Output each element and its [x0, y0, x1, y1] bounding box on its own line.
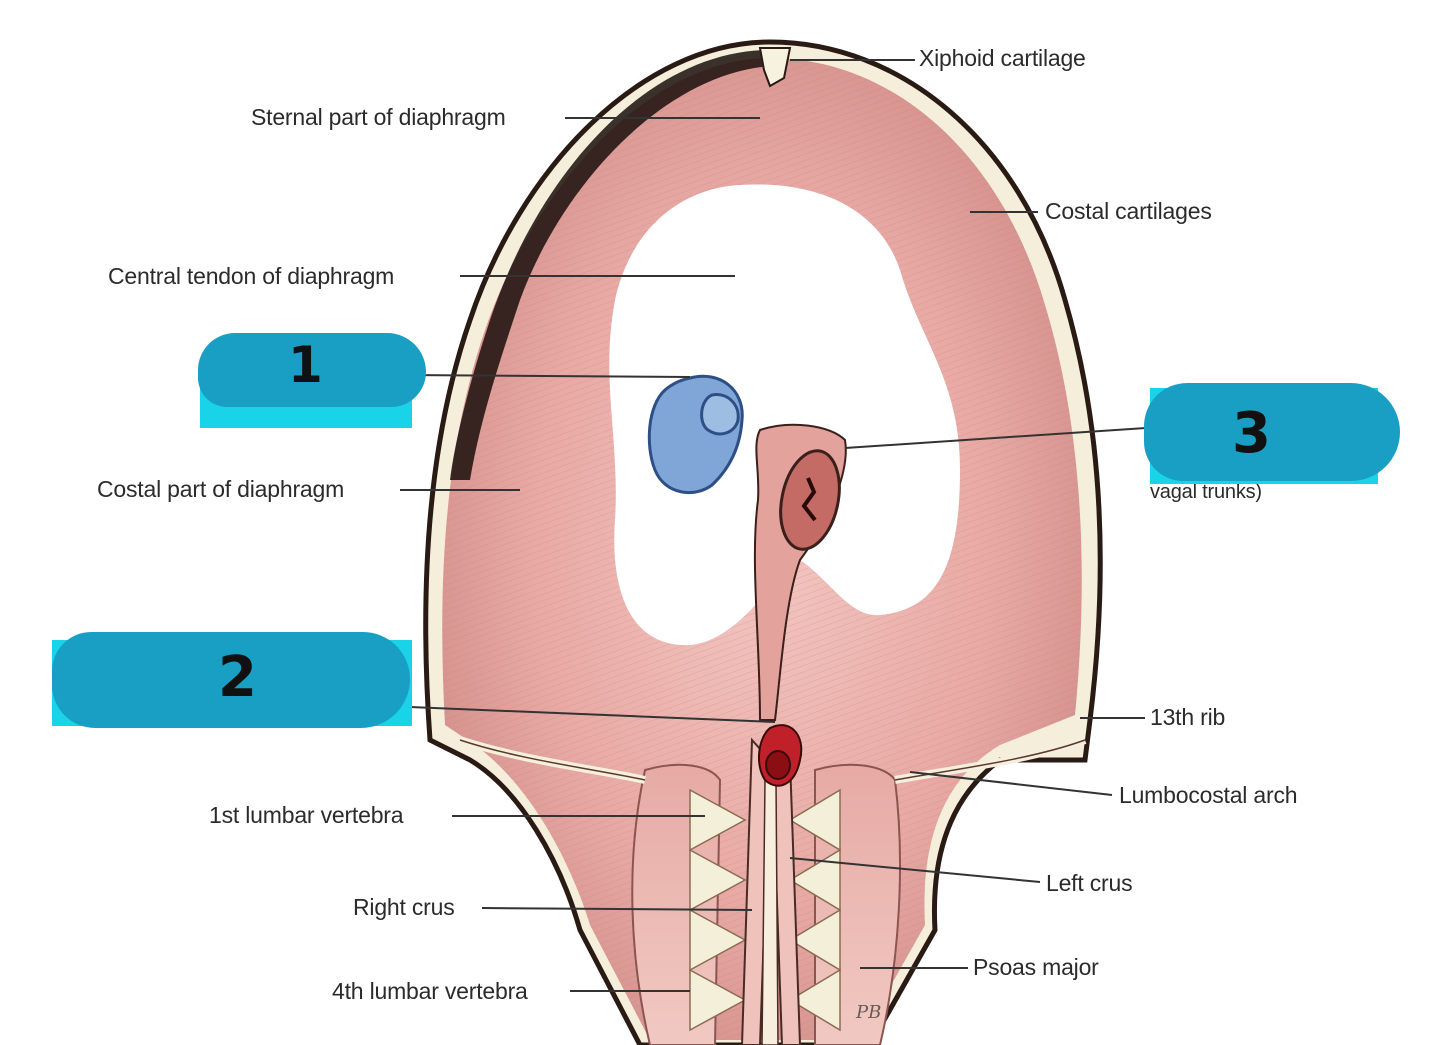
artist-initials: PB [856, 1002, 882, 1023]
label-right-crus: Right crus [353, 894, 455, 920]
label-lumbocostal-arch: Lumbocostal arch [1119, 782, 1298, 808]
lumbar-vertebrae [689, 788, 841, 1032]
aortic-hiatus [758, 724, 803, 787]
label-costal-cartilages: Costal cartilages [1045, 198, 1212, 224]
marker-3-blob [1144, 383, 1400, 481]
marker-2-number: 2 [218, 645, 257, 710]
marker-1-number: 1 [288, 336, 323, 394]
leader-lines [400, 59, 1146, 992]
label-1st-lumbar-vertebra: 1st lumbar vertebra [209, 802, 404, 828]
label-costal-part: Costal part of diaphragm [97, 476, 345, 502]
label-central-tendon: Central tendon of diaphragm [108, 263, 395, 289]
label-xiphoid-cartilage: Xiphoid cartilage [919, 45, 1086, 71]
central-tendon [609, 184, 960, 646]
xiphoid-process [758, 47, 792, 88]
label-13th-rib: 13th rib [1150, 704, 1226, 730]
marker-2-blob [52, 632, 410, 728]
label-4th-lumbar-vertebra: 4th lumbar vertebra [332, 978, 528, 1004]
label-vagal-trunks: vagal trunks) [1150, 481, 1262, 503]
label-psoas-major: Psoas major [973, 954, 1099, 980]
label-left-crus: Left crus [1046, 870, 1133, 896]
marker-3-number: 3 [1232, 401, 1271, 466]
marker-1-blob [198, 333, 426, 407]
esophageal-hiatus [753, 423, 847, 721]
vena-cava-foramen [647, 374, 744, 494]
label-sternal-part: Sternal part of diaphragm [251, 104, 506, 130]
